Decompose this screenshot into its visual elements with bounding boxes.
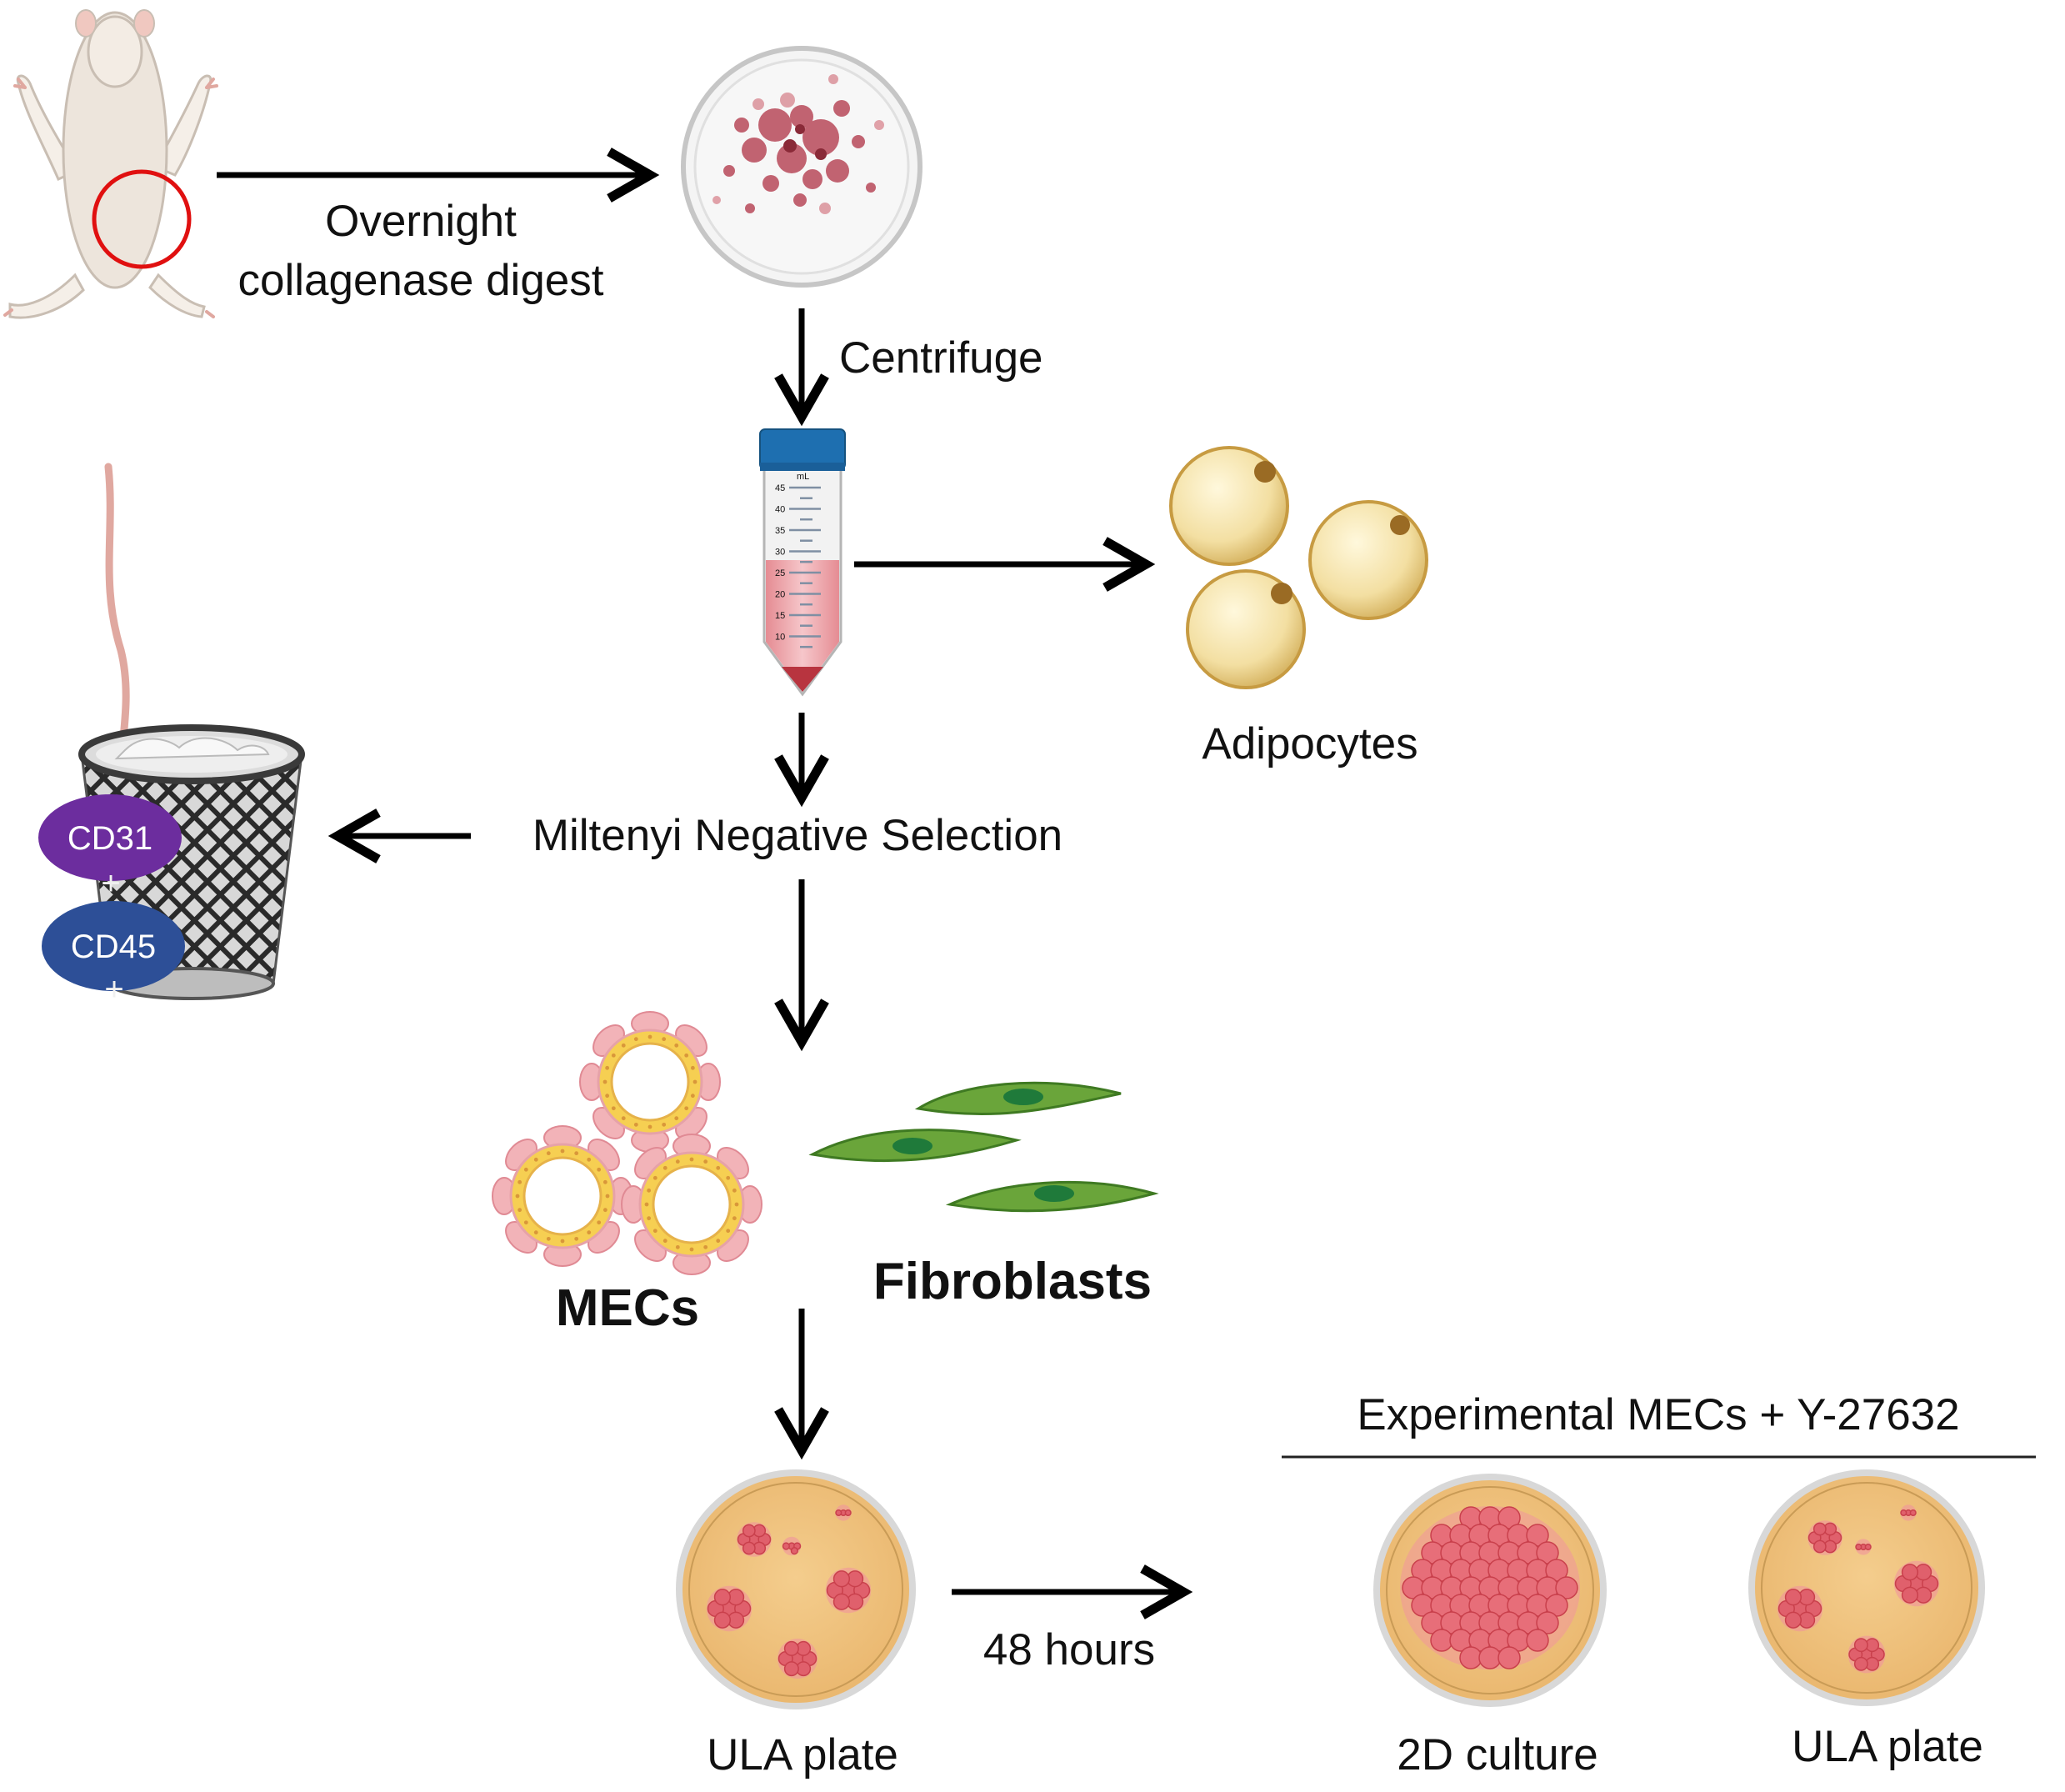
mouse-icon [3,9,218,871]
cd45-plus-label: + [104,971,123,1008]
ula-plate-1-icon [676,1469,916,1709]
tube-scale-label: 30 [775,548,785,558]
culture-2d-plate-icon [1373,1474,1607,1707]
tube-scale-label: 45 [775,483,785,493]
mec-ring [579,1011,721,1153]
culture-2d-label: 2D culture [1397,1730,1598,1779]
experimental-header: Experimental MECs + Y-27632 [1357,1390,1959,1439]
mecs-label: MECs [556,1279,699,1337]
ula-plate-2-label: ULA plate [1792,1722,1983,1771]
tube-unit-label: mL [797,472,809,482]
miltenyi-selection-label: Miltenyi Negative Selection [532,811,1062,860]
cd31-label: CD31 [68,820,152,857]
flow-arrows [217,148,1193,1619]
cd31-plus-label: + [101,865,120,902]
centrifuge-label: Centrifuge [839,333,1043,383]
fat-pad-highlight-circle [92,169,192,269]
tube-scale-label: 40 [775,505,785,515]
fibroblasts-label: Fibroblasts [873,1253,1152,1310]
cd31-badge: CD31 [38,794,182,881]
tube-scale-label: 15 [775,611,785,621]
ula-plate-1-label: ULA plate [707,1730,898,1779]
cd45-badge: CD45 [42,901,185,991]
adipocyte-cells-icon [1169,446,1428,689]
centrifuge-tube-icon: 45 40 35 30 25 20 15 10 mL [759,428,846,697]
digest-label-line2: collagenase digest [238,256,603,305]
cd45-label: CD45 [71,929,156,965]
mec-ring [492,1125,633,1267]
tube-scale-label: 10 [775,633,785,643]
mec-ring [621,1134,762,1275]
hours-label: 48 hours [983,1625,1155,1674]
tube-scale-label: 25 [775,568,785,578]
tube-scale-label: 20 [775,590,785,600]
tube-scale-label: 35 [775,526,785,536]
fibroblast-cells-icon [808,1081,1159,1213]
mec-organoids-icon [492,1011,762,1275]
digest-label-line1: Overnight [325,197,517,246]
ula-plate-2-icon [1748,1469,1985,1706]
adipocytes-label: Adipocytes [1202,719,1418,768]
digest-dish-icon [681,46,922,288]
